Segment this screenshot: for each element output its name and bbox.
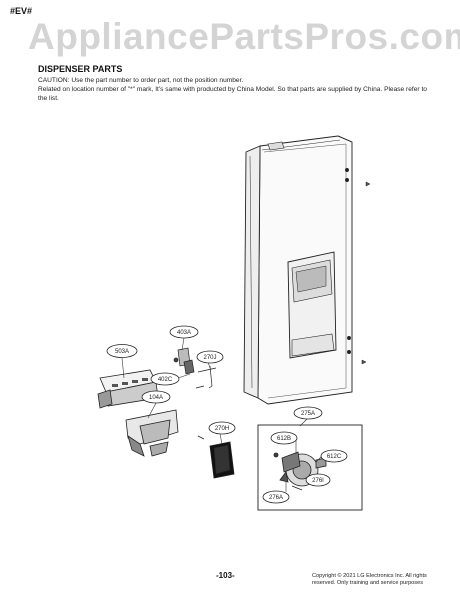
svg-text:612C: 612C — [327, 454, 342, 460]
callout-270H: 270H — [208, 421, 236, 435]
svg-text:276A: 276A — [269, 495, 283, 501]
svg-text:612B: 612B — [277, 436, 291, 442]
caution-text: CAUTION: Use the part number to order pa… — [38, 77, 244, 84]
callout-612B: 612B — [270, 431, 298, 445]
svg-text:104A: 104A — [149, 395, 163, 401]
callout-503A: 503A — [106, 344, 138, 358]
dispenser-control-assembly — [97, 369, 179, 457]
microswitch-parts — [173, 347, 217, 389]
svg-text:402C: 402C — [158, 377, 173, 383]
callout-276A: 276A — [262, 490, 290, 504]
copyright-line: reserved. Only training and service purp… — [312, 580, 423, 586]
dispenser-pad — [197, 435, 235, 479]
svg-text:276I: 276I — [312, 478, 324, 484]
callout-104A: 104A — [141, 390, 171, 404]
callout-276I: 276I — [305, 473, 331, 487]
svg-text:503A: 503A — [115, 349, 129, 355]
model-tag: #EV# — [10, 6, 33, 16]
callout-612C: 612C — [320, 449, 348, 463]
svg-text:270J: 270J — [203, 355, 216, 361]
svg-text:275A: 275A — [301, 411, 315, 417]
refrigerator-door — [243, 135, 371, 405]
svg-text:403A: 403A — [177, 330, 191, 336]
callout-275A: 275A — [293, 406, 323, 420]
copyright-line: Copyright © 2021 LG Electronics Inc. All… — [312, 573, 427, 579]
callout-403A: 403A — [169, 325, 199, 339]
part-callouts: 403A 503A 270J 402C 104A 275A 270H 612B — [106, 325, 348, 504]
related-location-note: Related on location number of "*" mark, … — [38, 86, 427, 102]
callout-402C: 402C — [150, 372, 180, 386]
svg-text:270H: 270H — [215, 426, 229, 432]
page-number: -103- — [216, 571, 235, 580]
section-title: DISPENSER PARTS — [38, 64, 123, 74]
watermark: AppliancePartsPros.com — [28, 16, 460, 57]
callout-270J: 270J — [196, 350, 224, 364]
